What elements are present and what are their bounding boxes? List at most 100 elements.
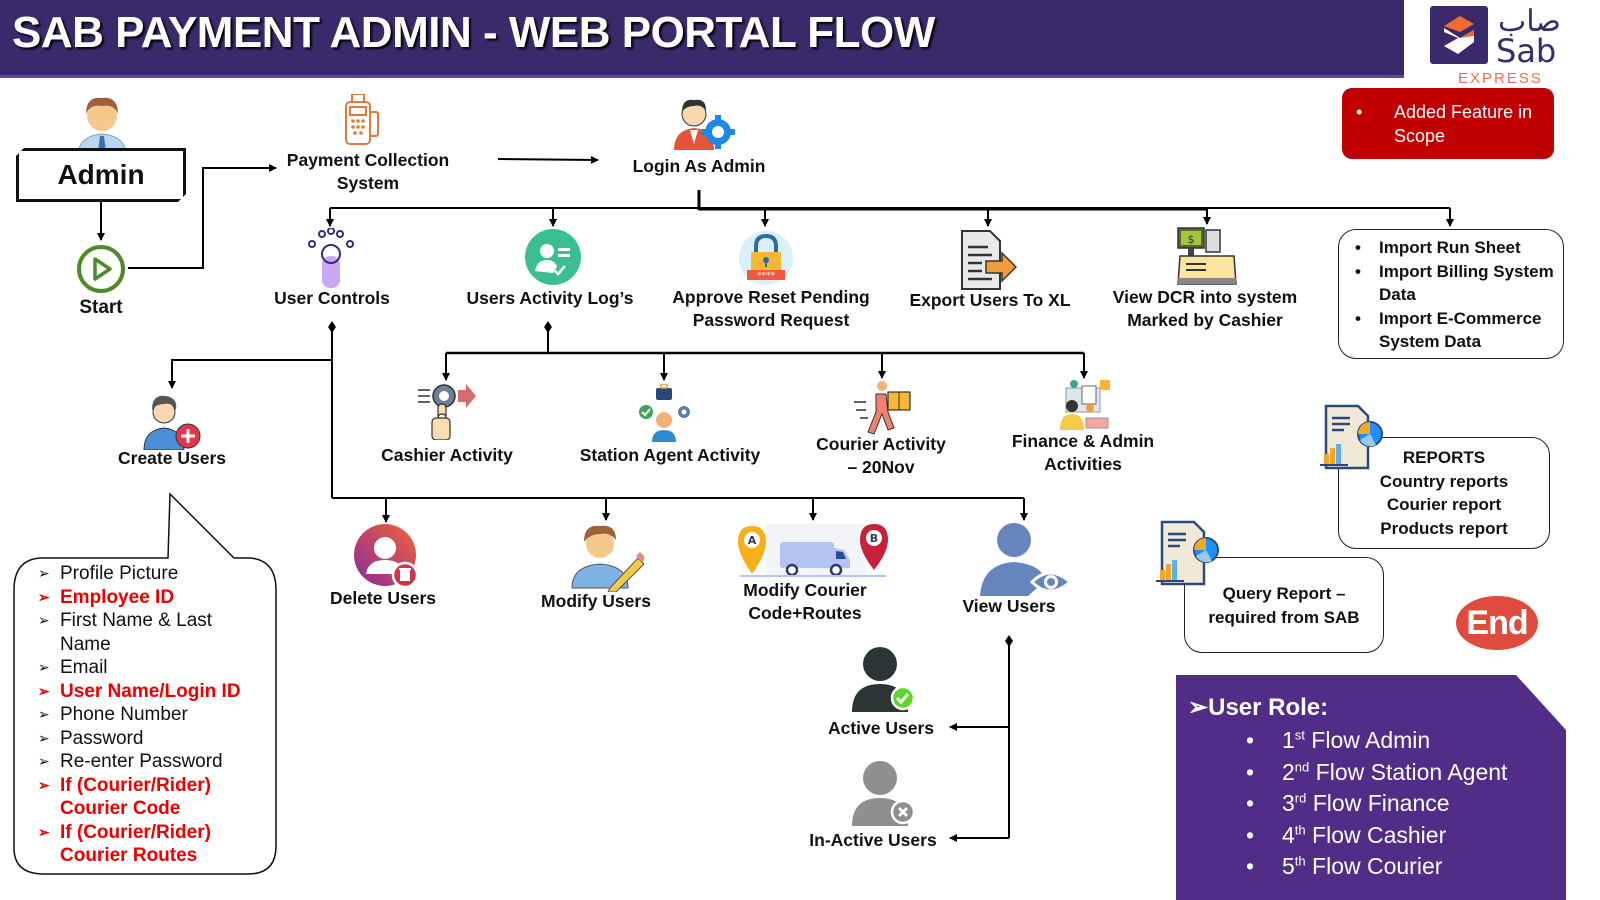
query-report-box: Query Report – required from SAB: [1184, 557, 1384, 653]
finance-admin-icon[interactable]: [1056, 378, 1112, 435]
field-text: First Name & Last: [60, 610, 213, 631]
role-ordinal: rd: [1294, 790, 1307, 806]
cash-register-icon[interactable]: $: [1176, 226, 1238, 291]
report-courier[interactable]: Courier report: [1386, 495, 1502, 514]
password-lock-icon[interactable]: ****: [738, 230, 794, 291]
arrow-bullet-icon: ➢: [38, 753, 50, 769]
bullet: •: [1246, 727, 1255, 753]
modify-users-label[interactable]: Modify Users: [541, 591, 651, 611]
approve-reset-label[interactable]: Approve Reset Pending Password Request: [662, 286, 880, 332]
role-number: 1: [1282, 727, 1295, 753]
arrow-bullet-icon: ➢: [38, 776, 50, 793]
role-text: Flow Courier: [1305, 853, 1443, 879]
finance-admin-line1: Finance & Admin: [1011, 431, 1155, 451]
user-role-title: ➢User Role:: [1188, 693, 1328, 722]
field-text: User Name/Login ID: [60, 680, 241, 702]
cashier-activity-icon[interactable]: [416, 382, 478, 445]
bullet: •: [1246, 821, 1255, 848]
sab-express-logo: صاب Sab EXPRESS: [1430, 5, 1561, 88]
courier-activity-icon[interactable]: [852, 380, 914, 443]
finance-admin-line2: Activities: [1044, 454, 1122, 474]
import-run-sheet[interactable]: Import Run Sheet: [1353, 236, 1557, 260]
page-title: SAB PAYMENT ADMIN - WEB PORTAL FLOW: [12, 8, 935, 57]
create-user-icon[interactable]: [142, 392, 202, 455]
user-role-title-text: User Role:: [1208, 694, 1329, 721]
active-user-icon[interactable]: [850, 646, 916, 717]
modify-courier-line1: Modify Courier: [743, 580, 867, 600]
modify-user-icon[interactable]: [570, 522, 646, 597]
view-users-label[interactable]: View Users: [962, 596, 1056, 616]
view-dcr-line1: View DCR into system: [1112, 287, 1298, 307]
field-item: ➢Employee ID: [38, 586, 278, 610]
role-text: Flow Finance: [1306, 790, 1450, 816]
field-text: Phone Number: [60, 704, 188, 725]
export-document-icon[interactable]: [958, 229, 1018, 296]
station-agent-activity-label[interactable]: Station Agent Activity: [579, 445, 761, 465]
arrow-bullet-icon: ➢: [38, 659, 50, 675]
role-arrow-icon: ➢: [1188, 694, 1209, 721]
svg-text:A: A: [748, 534, 757, 547]
report-products[interactable]: Products report: [1380, 518, 1508, 538]
user-role-item: •4th Flow Cashier: [1246, 822, 1446, 849]
user-controls-icon[interactable]: [306, 227, 356, 293]
inactive-users-label[interactable]: In-Active Users: [809, 830, 937, 850]
courier-activity-label[interactable]: Courier Activity – 20Nov: [806, 433, 956, 479]
logo-mark-icon: [1430, 6, 1488, 64]
field-text: If (Courier/Rider): [60, 821, 211, 843]
finance-admin-label[interactable]: Finance & Admin Activities: [1000, 430, 1166, 476]
delete-user-icon[interactable]: [354, 524, 420, 591]
field-text: Re-enter Password: [60, 751, 223, 772]
login-as-admin-label: Login As Admin: [632, 156, 766, 176]
active-users-label[interactable]: Active Users: [827, 718, 935, 738]
role-ordinal: st: [1294, 727, 1305, 743]
import-data-box: Import Run Sheet Import Billing System D…: [1338, 229, 1564, 359]
create-users-label[interactable]: Create Users: [118, 448, 226, 468]
role-text: Flow Cashier: [1305, 821, 1447, 848]
user-role-panel: ➢User Role: •1st Flow Admin•2nd Flow Sta…: [1176, 675, 1566, 900]
start-label: Start: [79, 297, 123, 318]
field-item: Courier Code: [38, 797, 278, 821]
export-users-label[interactable]: Export Users To XL: [909, 290, 1071, 310]
svg-text:$: $: [1188, 233, 1195, 246]
user-role-item: •5th Flow Courier: [1246, 853, 1442, 880]
cashier-activity-label[interactable]: Cashier Activity: [381, 445, 513, 465]
view-dcr-label[interactable]: View DCR into system Marked by Cashier: [1100, 286, 1310, 332]
users-activity-logs-label[interactable]: Users Activity Log’s: [466, 288, 634, 308]
role-text: Flow Admin: [1304, 727, 1431, 753]
user-role-item: •3rd Flow Finance: [1246, 790, 1450, 817]
create-user-fields-bubble: [13, 492, 277, 875]
arrow-bullet-icon: ➢: [38, 706, 50, 722]
user-controls-label[interactable]: User Controls: [274, 288, 390, 308]
legend-bullet: •: [1356, 102, 1363, 122]
title-banner: SAB PAYMENT ADMIN - WEB PORTAL FLOW: [0, 0, 1404, 78]
start-play-icon[interactable]: [76, 244, 126, 299]
inactive-user-icon[interactable]: [850, 760, 916, 831]
arrow-bullet-icon: ➢: [38, 588, 50, 605]
user-role-item: • 1st Flow Admin: [1246, 727, 1430, 754]
modify-courier-line2: Code+Routes: [748, 603, 862, 623]
field-text: Password: [60, 727, 144, 749]
query-report-document-icon: [1154, 520, 1220, 593]
station-agent-activity-icon[interactable]: [636, 383, 694, 447]
bullet: •: [1246, 758, 1255, 785]
svg-text:****: ****: [757, 271, 776, 281]
delete-users-label[interactable]: Delete Users: [329, 588, 437, 608]
field-item: ➢ Email: [38, 656, 278, 680]
create-user-fields-list: ➢Profile Picture➢Employee ID➢First Name …: [38, 562, 278, 868]
report-country[interactable]: Country reports: [1379, 471, 1509, 491]
courier-route-icon[interactable]: A B: [736, 520, 892, 583]
activity-log-icon[interactable]: [525, 229, 581, 290]
import-ecommerce-data[interactable]: Import E-Commerce System Data: [1353, 307, 1557, 354]
import-billing-data[interactable]: Import Billing System Data: [1353, 260, 1557, 307]
modify-courier-label[interactable]: Modify Courier Code+Routes: [722, 579, 888, 625]
reports-box: REPORTS Country reports Courier report P…: [1338, 437, 1550, 549]
query-report-line1: Query Report –: [1222, 584, 1346, 603]
field-item: ➢If (Courier/Rider): [38, 821, 278, 845]
report-document-icon: [1318, 404, 1384, 477]
courier-activity-line2: – 20Nov: [847, 457, 915, 477]
view-users-icon[interactable]: [978, 520, 1074, 605]
field-text: Email: [60, 657, 108, 678]
pos-terminal-icon: [342, 93, 382, 151]
field-item: Courier Routes: [38, 844, 278, 868]
admin-label: Admin: [57, 159, 145, 190]
